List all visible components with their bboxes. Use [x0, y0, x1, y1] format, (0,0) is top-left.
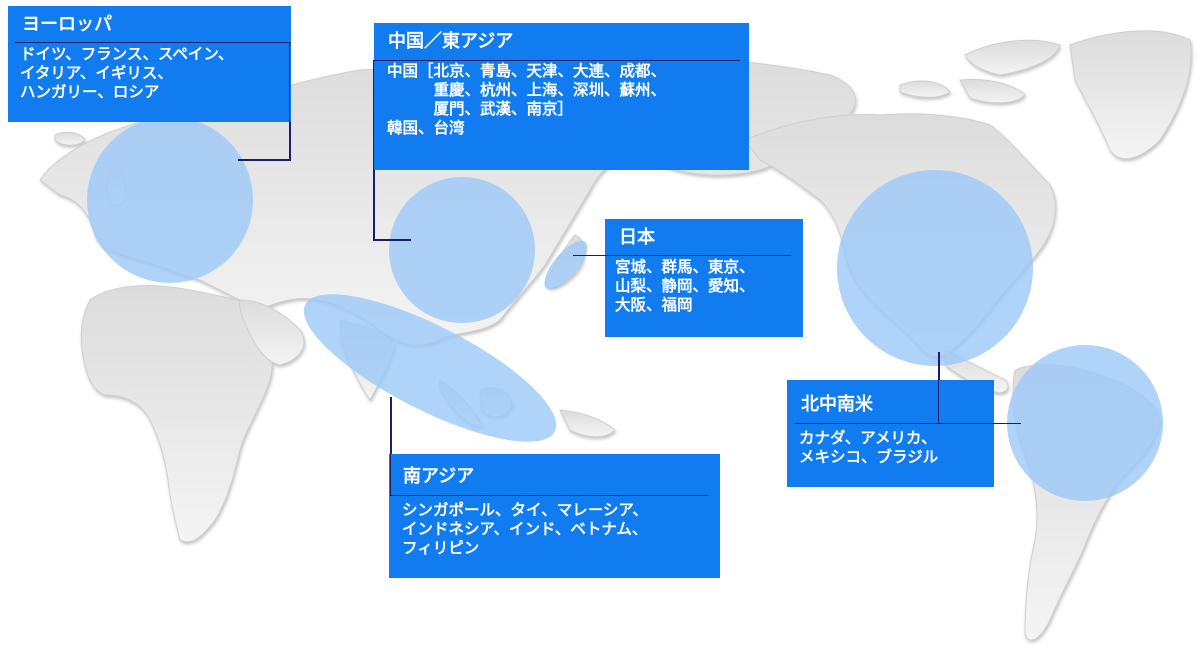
europe-title: ヨーロッパ: [22, 14, 112, 35]
europe-countries: ドイツ、フランス、スペイン、 イタリア、イギリス、 ハンガリー、ロシア: [20, 45, 234, 101]
americas-box-connector-v: [938, 380, 939, 424]
europe-box-underline: [15, 42, 291, 43]
europe-label-box: ヨーロッパ ドイツ、フランス、スペイン、 イタリア、イギリス、 ハンガリー、ロシ…: [8, 6, 291, 122]
japan-box-underline: [605, 255, 791, 256]
europe-connector-h: [238, 159, 291, 161]
china-highlight: [389, 177, 535, 323]
china-east-asia-cities: 中国［北京、青島、天津、大連、成都、 重慶、杭州、上海、深圳、蘇州、 厦門、武漢…: [387, 62, 667, 137]
japan-title: 日本: [619, 227, 655, 248]
north-america-highlight: [837, 170, 1033, 366]
japan-highlight: [544, 240, 588, 290]
arctic-island-3: [959, 79, 1026, 104]
south-asia-box-left-edge: [390, 454, 391, 496]
south-asia-label-box: 南アジア シンガポール、タイ、マレーシア、 インドネシア、インド、ベトナム、 フ…: [389, 454, 720, 578]
china-box-left-edge: [373, 60, 374, 170]
south-asia-box-underline: [390, 495, 708, 496]
americas-title: 北中南米: [801, 394, 873, 415]
japan-label-box: 日本 宮城、群馬、東京、 山梨、静岡、愛知、 大阪、福岡: [605, 219, 803, 337]
china-connector-h: [373, 239, 411, 241]
greenland-landmass: [1069, 30, 1192, 160]
americas-countries: カナダ、アメリカ、 メキシコ、ブラジル: [799, 429, 939, 466]
south-asia-connector-v: [390, 397, 392, 497]
americas-box-underline: [795, 423, 994, 424]
japan-prefectures: 宮城、群馬、東京、 山梨、静岡、愛知、 大阪、福岡: [615, 258, 755, 314]
arctic-island-1: [899, 80, 951, 98]
americas-label-box: 北中南米 カナダ、アメリカ、 メキシコ、ブラジル: [787, 380, 994, 487]
china-east-asia-title: 中国／東アジア: [388, 31, 514, 52]
new-guinea-landmass: [559, 409, 616, 438]
europe-box-right-edge: [289, 43, 290, 122]
europe-highlight: [87, 117, 253, 283]
china-box-underline: [374, 60, 740, 61]
africa-landmass: [80, 285, 273, 543]
south-asia-title: 南アジア: [403, 466, 475, 487]
south-america-highlight: [1007, 345, 1163, 501]
arctic-island-2: [964, 39, 1061, 76]
arabia-landmass: [239, 299, 305, 366]
iceland-landmass: [54, 131, 86, 146]
south-asia-countries: シンガポール、タイ、マレーシア、 インドネシア、インド、ベトナム、 フィリピン: [402, 501, 648, 557]
china-east-asia-label-box: 中国／東アジア 中国［北京、青島、天津、大連、成都、 重慶、杭州、上海、深圳、蘇…: [374, 23, 749, 170]
south-asia-highlight: [303, 294, 557, 442]
